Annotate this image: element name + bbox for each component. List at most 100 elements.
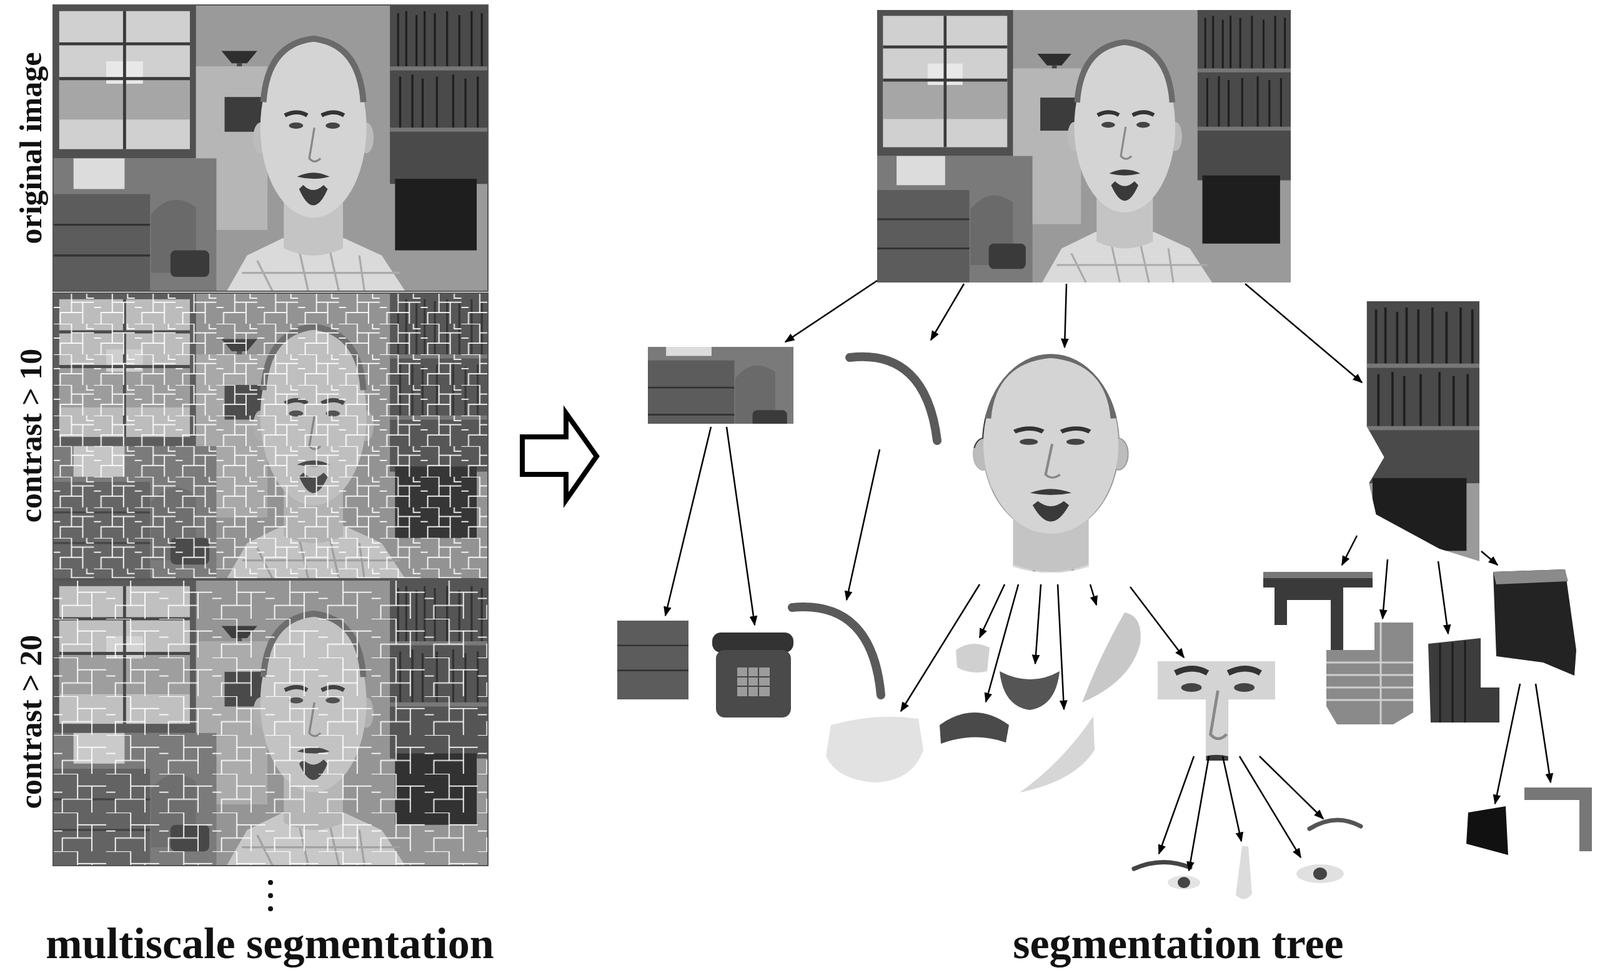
- tree-segment: [1167, 875, 1201, 890]
- tree-segment: [999, 670, 1060, 710]
- segmentation-panel: [53, 579, 488, 866]
- segmentation-panel: [53, 293, 488, 579]
- tree-segment: [1133, 861, 1191, 869]
- tree-arrow: [1259, 755, 1324, 819]
- tree-segment: [842, 514, 1468, 925]
- tree-arrow: [900, 584, 980, 711]
- tree-segment: [1263, 571, 1373, 578]
- tree-root-photo: [877, 9, 1291, 283]
- tree-segment: [715, 649, 791, 718]
- tree-segment: [1309, 819, 1361, 829]
- tree-segment: [1296, 864, 1344, 883]
- original-photo: [53, 4, 488, 292]
- tree-arrow: [1158, 755, 1194, 854]
- original-photo: [53, 4, 488, 292]
- tree-segment: [792, 606, 881, 695]
- tree-segment: [1082, 612, 1141, 703]
- tree-arrow: [1438, 561, 1449, 634]
- tree-segment: [1177, 876, 1191, 888]
- tree-segment: [1326, 622, 1414, 725]
- tree-segment: [647, 193, 1036, 447]
- ellipsis-dots: [268, 892, 274, 898]
- tree-segment: [1493, 569, 1577, 676]
- segmentation-panel: [53, 579, 488, 866]
- tree-segment: [1326, 622, 1414, 725]
- original-photo: [53, 4, 488, 292]
- panel-label: contrast > 10: [14, 348, 47, 523]
- segmentation-panel: [53, 293, 488, 579]
- tree-segment: [1019, 715, 1095, 793]
- ellipsis-dots: [268, 879, 274, 911]
- tree-segment: [712, 632, 794, 653]
- tree-segment: [1313, 867, 1327, 880]
- segmentation-panel: [53, 293, 488, 579]
- tree-segment: [719, 321, 1274, 608]
- tree-segment: [1235, 845, 1253, 900]
- ellipsis-dots: [268, 879, 274, 885]
- tree-arrow: [1188, 755, 1209, 871]
- tree-arrow: [1222, 755, 1242, 841]
- tree-segment: [719, 321, 1274, 608]
- tree-segment: [825, 716, 924, 783]
- tree-segment: [978, 301, 1480, 593]
- tree-segment: [978, 301, 1480, 593]
- tree-root-photo: [877, 9, 1291, 283]
- tree-arrow: [785, 280, 878, 342]
- tree-arrow: [726, 426, 755, 625]
- tree-segment: [712, 632, 794, 718]
- ellipsis-dots: [268, 905, 274, 911]
- tree-arrow: [665, 426, 711, 616]
- original-photo: [53, 4, 488, 292]
- segmentation-panel: [53, 579, 488, 866]
- tree-segment: [1440, 640, 1466, 723]
- tree-arrow: [1495, 683, 1521, 804]
- tree-arrow: [665, 280, 1551, 871]
- tree-arrow: [1035, 584, 1041, 664]
- tree-segment: [737, 667, 770, 696]
- tree-segment: [1524, 787, 1592, 851]
- tree-segment: [939, 712, 1009, 744]
- tree-arrow: [1341, 535, 1357, 565]
- segmentation-panel: [53, 579, 488, 866]
- tree-arrow: [1090, 584, 1097, 605]
- tree-segment: [955, 643, 990, 673]
- tree-segment: [647, 193, 1036, 447]
- tree-arrow: [985, 584, 1019, 702]
- tree-segment: [1466, 805, 1509, 855]
- tree-arrow: [1245, 283, 1362, 383]
- tree-arrow: [1535, 683, 1551, 783]
- tree-segment: [1326, 622, 1414, 725]
- tree-segment: [647, 193, 1036, 447]
- tree-arrow: [1382, 559, 1388, 619]
- tree-segment: [719, 321, 1274, 608]
- tree-segment: [978, 301, 1480, 593]
- block-arrow: [522, 412, 597, 500]
- panel-label: contrast > 20: [14, 634, 47, 809]
- segmentation-panel: [53, 579, 488, 866]
- tree-segment: [842, 514, 1468, 925]
- tree-segment: [1296, 864, 1344, 883]
- segmentation-panel: [53, 579, 488, 866]
- tree-arrow: [1130, 586, 1184, 658]
- tree-segment: [842, 514, 1468, 925]
- tree-arrow: [979, 584, 1005, 638]
- segmentation-panel: [53, 293, 488, 579]
- segmentation-panel: [53, 293, 488, 579]
- panel-label: original image: [14, 52, 47, 245]
- tree-arrow: [930, 283, 964, 340]
- segmentation-panel: [53, 293, 488, 579]
- tree-arrow: [1239, 755, 1301, 858]
- tree-segment: [1493, 569, 1577, 676]
- tree-segment: [849, 356, 938, 441]
- tree-arrow: [1481, 551, 1498, 565]
- section-caption: multiscale segmentation: [45, 921, 494, 966]
- tree-arrow: [1057, 584, 1064, 710]
- section-caption: segmentation tree: [1012, 921, 1344, 966]
- tree-root-photo: [877, 9, 1291, 283]
- tree-segment: [1428, 637, 1500, 723]
- tree-arrow: [846, 449, 880, 600]
- tree-arrow: [1064, 283, 1067, 348]
- tree-segment: [1493, 569, 1569, 585]
